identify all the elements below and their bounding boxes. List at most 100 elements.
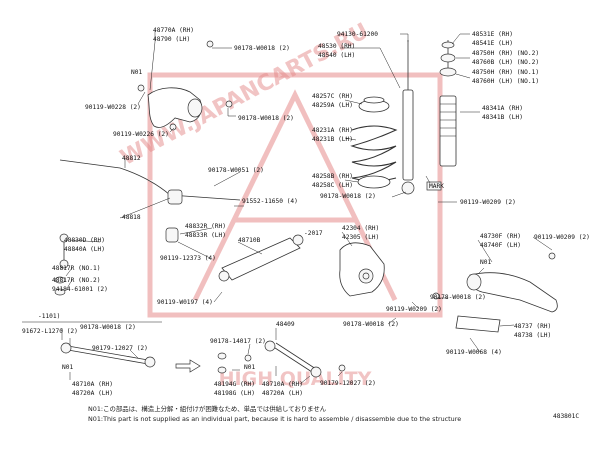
coil-spring-part bbox=[350, 125, 398, 182]
lower-link-part bbox=[275, 342, 317, 370]
part-label: 48258C (LH) bbox=[312, 182, 353, 189]
part-label: 48257C (RH) bbox=[312, 93, 353, 100]
shock-eye-part bbox=[401, 181, 415, 195]
part-label: 90178-W0018 (2) bbox=[430, 294, 486, 301]
part-label: 48833R (LH) bbox=[185, 232, 226, 239]
bolt-part bbox=[432, 292, 440, 300]
upper-arm-bushing bbox=[187, 98, 203, 118]
hub-part bbox=[362, 272, 370, 280]
part-labels: 48770A (RH) 48790 (LH) 90178-W0018 (2) N… bbox=[22, 27, 590, 397]
part-label: 48830D (RH) bbox=[64, 237, 105, 244]
part-label: 90178-W0018 (2) bbox=[234, 45, 290, 52]
footnote-english: N01:This part is not supplied as an indi… bbox=[88, 415, 461, 423]
part-label: 48817R (NO.1) bbox=[52, 265, 100, 272]
part-label: 90119-W0209 (2) bbox=[534, 234, 590, 241]
part-label: 90179-12027 (2) bbox=[92, 345, 148, 352]
part-label: 90119-W0228 (2) bbox=[85, 104, 141, 111]
part-label: 48409 bbox=[276, 321, 295, 328]
part-label: 94130-61200 bbox=[337, 31, 378, 38]
lower-link-part bbox=[271, 345, 313, 373]
part-label: 48750H (RH) (NO.2) bbox=[472, 50, 539, 57]
part-label: 48341A (RH) bbox=[482, 105, 523, 112]
part-label: 48531E (RH) bbox=[472, 31, 513, 38]
part-label: 90178-W0018 (2) bbox=[80, 324, 136, 331]
washer-part bbox=[217, 366, 227, 374]
part-label: 90119-12373 (4) bbox=[160, 255, 216, 262]
spring-assembly bbox=[350, 96, 398, 189]
leader-lines bbox=[61, 30, 553, 385]
part-label: 48817R (NO.2) bbox=[52, 277, 100, 284]
part-label: 48541E (LH) bbox=[472, 40, 513, 47]
bolt-part bbox=[244, 354, 252, 362]
watermark-logo-frame bbox=[147, 72, 443, 318]
footnotes: N01:この部品は、構造上分解・組付けが困難なため、単品では供給しておりません … bbox=[88, 404, 579, 423]
part-label: 48730F (RH) bbox=[480, 233, 521, 240]
part-label: 48231B (LH) bbox=[312, 136, 353, 143]
part-label: 48540 (LH) bbox=[318, 52, 355, 59]
part-label: 48710A (RH) bbox=[262, 381, 303, 388]
part-label: 90178-W0018 (2) bbox=[320, 193, 376, 200]
bolt-part bbox=[225, 100, 233, 108]
stabilizer-assembly bbox=[54, 159, 241, 296]
part-label: 48740F (LH) bbox=[480, 242, 521, 249]
link-bushing-part bbox=[264, 340, 276, 352]
lower-link-assembly bbox=[217, 340, 346, 378]
n01-label: N01 bbox=[480, 259, 491, 266]
cushion-part bbox=[439, 67, 457, 77]
inset-arm-part bbox=[67, 345, 149, 361]
part-label: 48750H (RH) (NO.1) bbox=[472, 69, 539, 76]
n01-label: N01 bbox=[131, 69, 142, 76]
trailing-arm-assembly bbox=[432, 252, 558, 333]
part-label: 48840A (LH) bbox=[64, 246, 105, 253]
diagram-id: 483801C bbox=[553, 413, 579, 420]
part-label: 90178-W0018 (2) bbox=[238, 115, 294, 122]
part-label: 48737 (RH) bbox=[514, 323, 551, 330]
trailing-bracket-part bbox=[455, 315, 501, 333]
part-label: 48760H (LH) (NO.1) bbox=[472, 78, 539, 85]
upper-arm-assembly bbox=[137, 40, 233, 131]
bolt-part bbox=[137, 84, 145, 92]
inset-lower-arm bbox=[22, 321, 201, 373]
stabilizer-bracket-part bbox=[165, 227, 179, 243]
part-label: 48720A (LH) bbox=[72, 390, 113, 397]
part-label: 48194G (RH) bbox=[214, 381, 255, 388]
part-label: 91552-11650 (4) bbox=[242, 198, 298, 205]
lower-arm-part bbox=[221, 237, 301, 281]
part-label: 90119-W0209 (2) bbox=[386, 306, 442, 313]
shock-absorber-assembly bbox=[401, 40, 457, 195]
part-label: 42304 (RH) bbox=[342, 225, 379, 232]
watermark-logo-letter bbox=[192, 89, 398, 302]
part-label: 90178-W0051 (2) bbox=[208, 167, 264, 174]
lower-insulator-part bbox=[357, 175, 391, 189]
link-bushing-part bbox=[310, 366, 322, 378]
arm-bushing-part bbox=[218, 270, 230, 282]
part-label: 91672-L1270 (2) bbox=[22, 328, 78, 335]
link-bushing-part bbox=[54, 288, 66, 296]
cushion-part bbox=[441, 41, 455, 49]
cushion-part bbox=[440, 53, 456, 63]
upper-insulator-part bbox=[363, 96, 385, 104]
bolt-part bbox=[548, 252, 556, 260]
part-label: 48818 bbox=[122, 214, 141, 221]
part-label: -2017 bbox=[304, 230, 323, 237]
part-label: 94184-61001 (2) bbox=[52, 286, 108, 293]
part-label: 48198G (LH) bbox=[214, 390, 255, 397]
shock-body-part bbox=[402, 89, 414, 181]
part-label: 48231A (RH) bbox=[312, 127, 353, 134]
part-label: 48832R (RH) bbox=[185, 223, 226, 230]
upper-arm-part bbox=[147, 87, 202, 128]
part-label: 48812 bbox=[122, 155, 141, 162]
inset-bushing-part bbox=[60, 342, 72, 354]
knuckle-part bbox=[339, 242, 385, 297]
part-label: 48341B (LH) bbox=[482, 114, 523, 121]
part-label: 90119-W0209 (2) bbox=[460, 199, 516, 206]
arrow-right-icon bbox=[175, 359, 201, 373]
inset-arm-part bbox=[67, 349, 149, 365]
mark-label: MARK bbox=[429, 183, 444, 190]
washer-part bbox=[217, 352, 227, 360]
part-label: 42305 (LH) bbox=[342, 234, 379, 241]
part-label: 48258B (RH) bbox=[312, 173, 353, 180]
arm-bushing-part bbox=[292, 234, 304, 246]
link-joint-part bbox=[59, 259, 69, 269]
